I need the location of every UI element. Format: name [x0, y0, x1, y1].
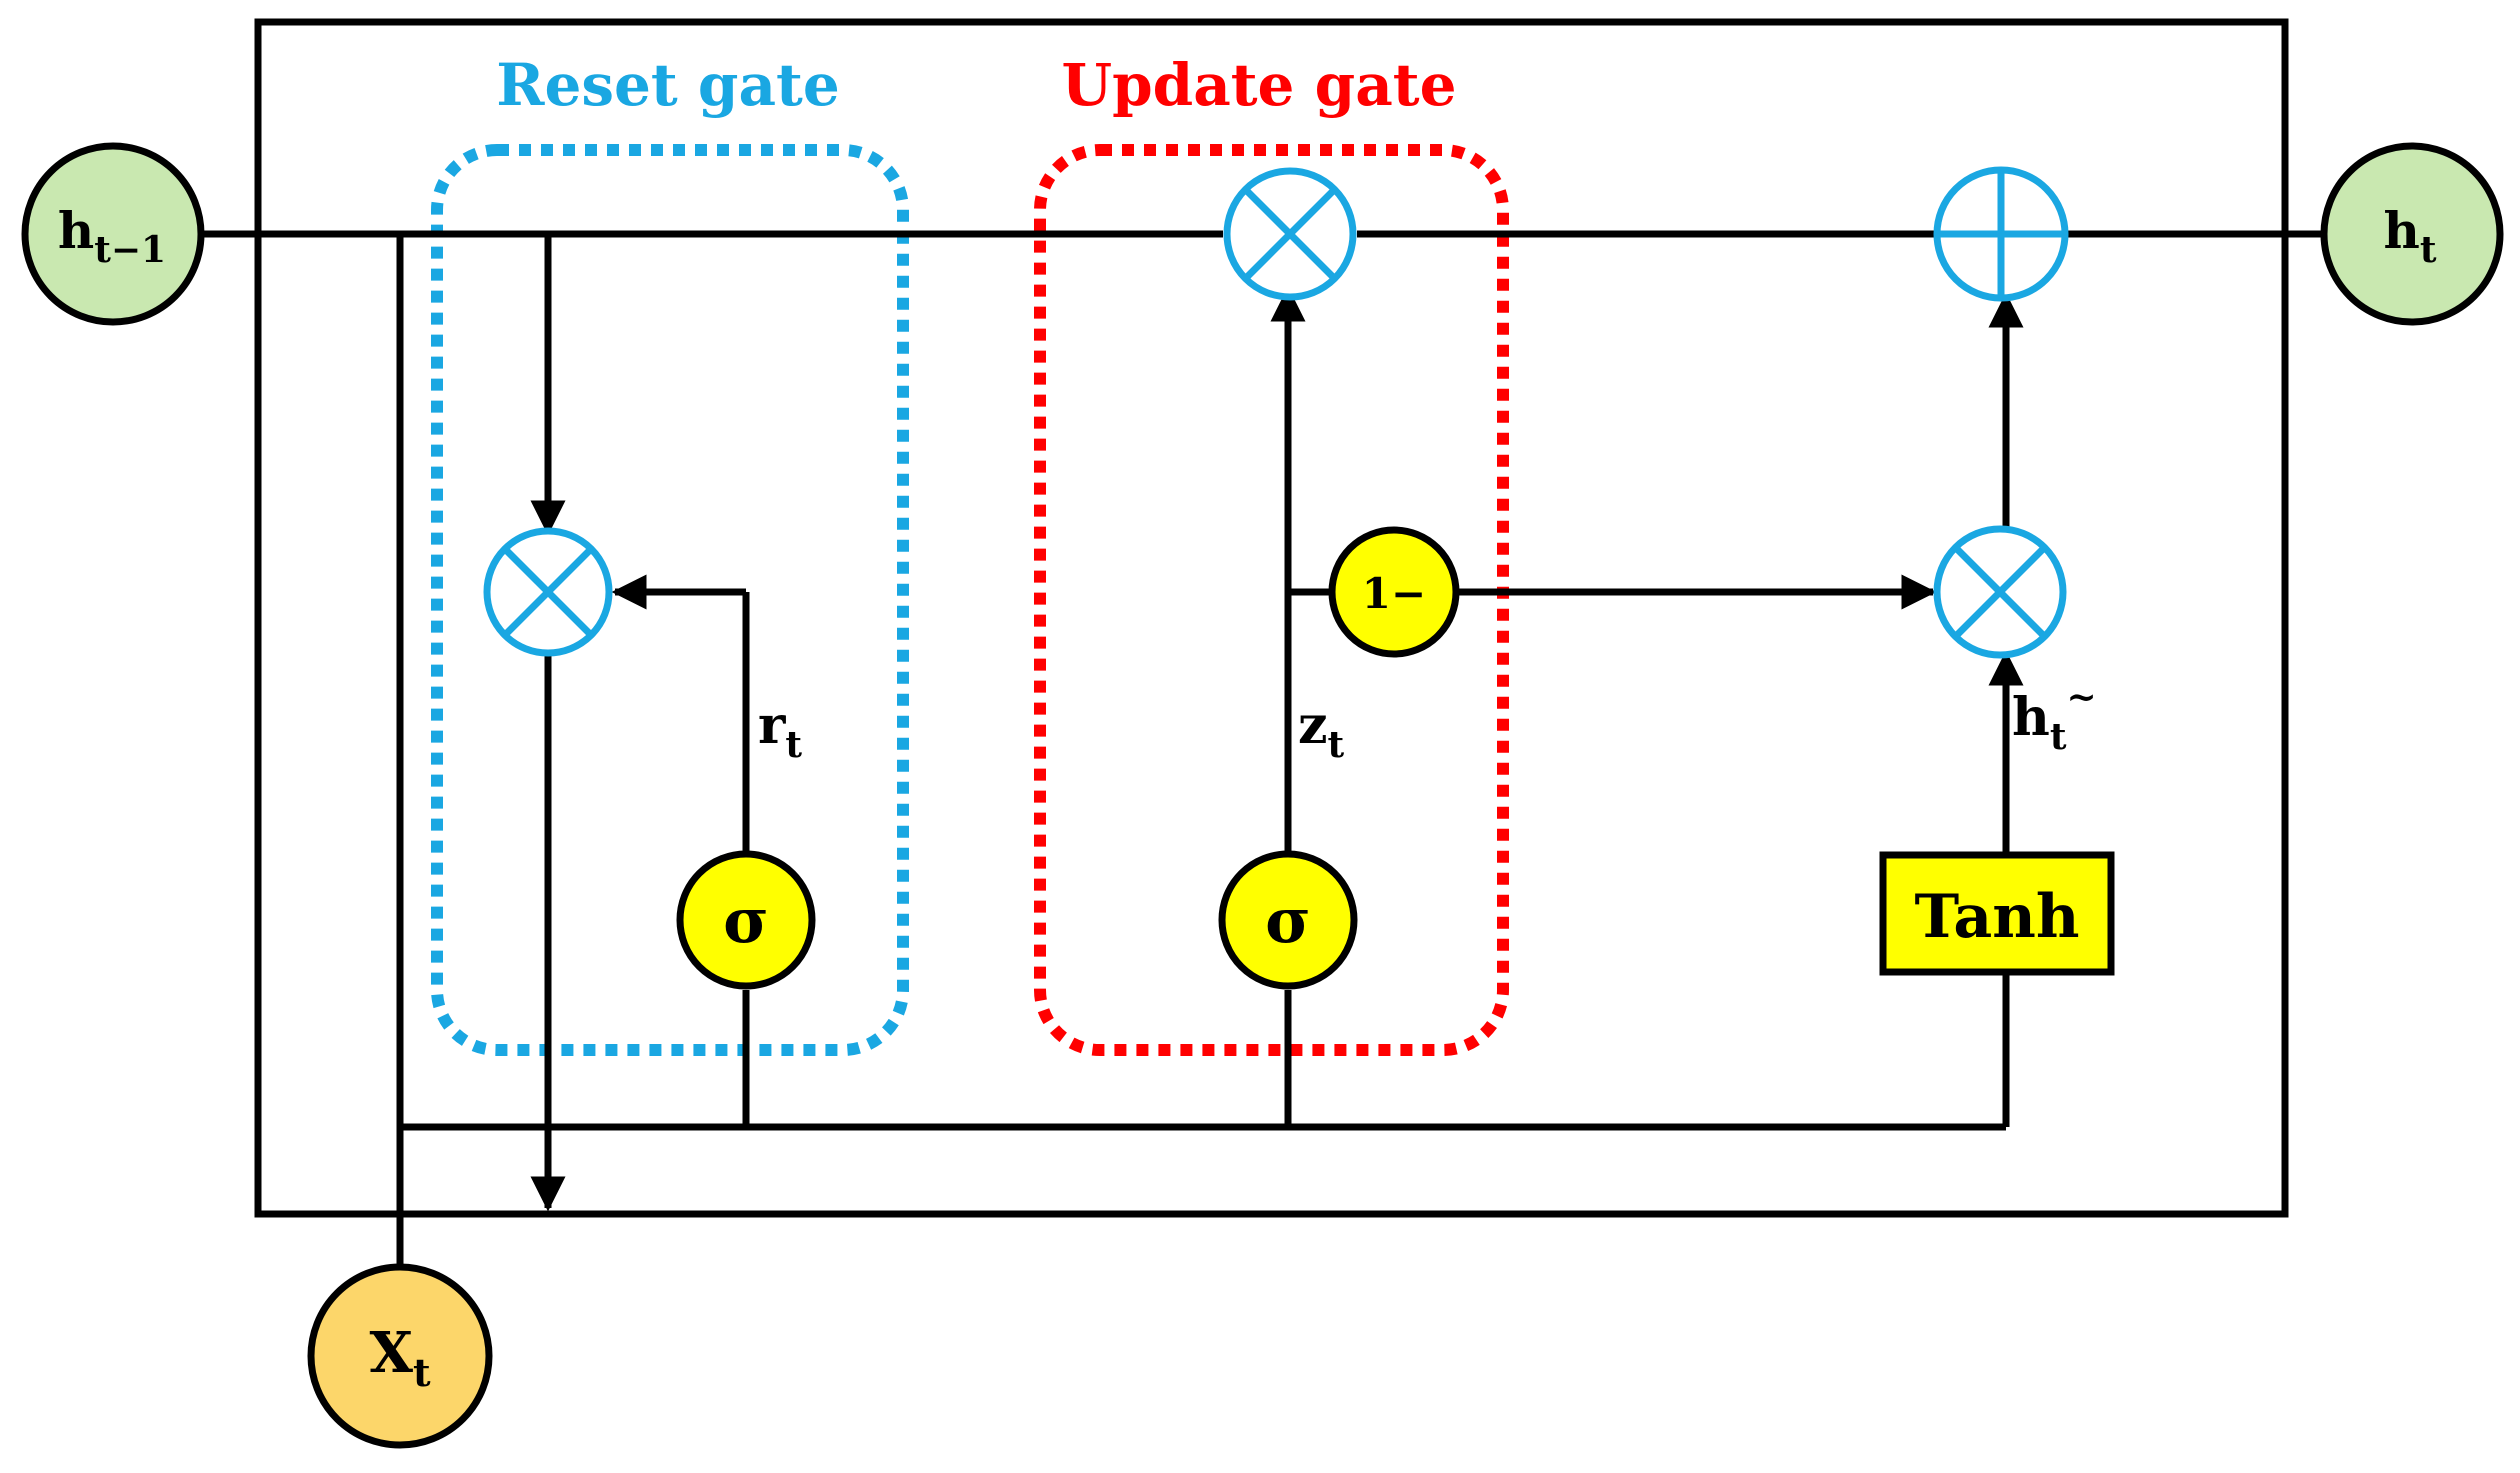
hidden-main: h	[2384, 201, 2420, 260]
one-minus-label: 1−	[1362, 569, 1426, 618]
svg-text:Xt: Xt	[369, 1320, 430, 1395]
sigmoid-symbol: σ	[723, 884, 769, 957]
tanh-label: Tanh	[1914, 882, 2079, 952]
prev-hidden-main: h	[58, 201, 94, 260]
update-sigmoid-node: σ	[1218, 850, 1358, 990]
candidate-signal-label: ht~	[2012, 676, 2097, 758]
prev-hidden-state-node: ht−1	[21, 142, 205, 326]
hidden-sub: t	[2420, 229, 2437, 271]
one-minus-node: 1−	[1328, 526, 1460, 658]
svg-text:ht: ht	[2384, 201, 2437, 271]
tanh-node: Tanh	[1879, 851, 2115, 976]
update-signal-label: zt	[1298, 695, 1345, 766]
cell-boundary	[254, 18, 2289, 1218]
prev-hidden-sub: t−1	[94, 229, 166, 271]
add-op	[1933, 166, 2069, 302]
input-node: Xt	[307, 1263, 493, 1449]
reset-signal-label: rt	[758, 695, 802, 766]
sigmoid-symbol: σ	[1265, 884, 1311, 957]
input-main: X	[369, 1320, 413, 1386]
reset-gate-region	[431, 144, 909, 1056]
update-gate-region	[1034, 144, 1509, 1056]
reset-sigmoid-node: σ	[676, 850, 816, 990]
input-sub: t	[413, 1350, 431, 1395]
update-gate-label: Update gate	[1062, 51, 1457, 119]
candidate-multiply-op	[1933, 525, 2067, 659]
svg-text:ht−1: ht−1	[58, 201, 166, 271]
update-multiply-op	[1223, 167, 1357, 301]
reset-gate-label: Reset gate	[496, 51, 839, 119]
hidden-state-node: ht	[2320, 142, 2504, 326]
connection-lines	[200, 230, 2323, 1264]
reset-multiply-op	[483, 527, 613, 657]
